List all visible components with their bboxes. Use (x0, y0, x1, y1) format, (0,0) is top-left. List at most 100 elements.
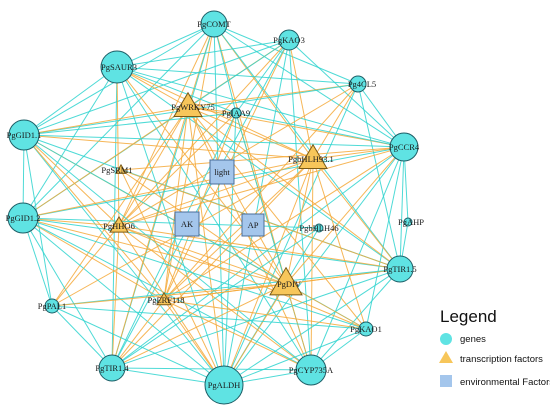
legend-tf-label: transcription factors (460, 354, 543, 365)
node-label: PgSAUR3 (101, 62, 137, 72)
edge-PgCCR4-PgTIR15 (399, 146, 405, 270)
edge-PgWRKY75-PgGID12 (22, 106, 189, 219)
edge-PgGID11-PgHHO6 (23, 134, 120, 227)
edge-PgSAUR3-PgbHLH931 (116, 66, 314, 160)
edge-PgTIR15-PgPAL1 (51, 268, 401, 307)
node-PgPAL1: PgPAL1 (38, 298, 67, 314)
edge-PgGID11-PgCYP735A (23, 134, 312, 371)
edge-PgCOMT-PgCCR4 (213, 23, 405, 148)
node-label: PgTIR1.5 (383, 264, 416, 274)
node-label: PgWRKY75 (171, 102, 214, 112)
node-PgGID12: PgGID1.2 (6, 202, 41, 234)
node-label: PgSRM1 (101, 165, 132, 175)
gene-node-shape (98, 354, 126, 382)
edge-PgCCR4-PgbHLH931 (312, 146, 405, 160)
node-label: PgALDH (208, 380, 241, 390)
edge-PgbHLH931-PgKAO1 (312, 158, 367, 330)
legend-gene-label: genes (460, 334, 486, 345)
edge-PgCCR4-PgDIV (285, 146, 405, 285)
edge-PgGID11-PgCCR4 (23, 134, 405, 148)
edge-PgSAUR3-PgTIR14 (111, 66, 118, 369)
edge-PgbHLH931-PgDIV (285, 158, 314, 285)
node-layer: PgCOMTPgKAO3PgSAUR3Pg4CL5PgWRKY75PgIAA9P… (6, 10, 424, 405)
edge-PgCOMT-PgTIR15 (213, 23, 401, 270)
node-AP: AP (241, 213, 265, 237)
tf-node-shape (156, 291, 172, 306)
edge-Pg4CL5-PgERF118 (163, 83, 359, 301)
gene-node-shape (386, 255, 414, 283)
tf-node-shape (269, 266, 303, 296)
tf-node-shape (109, 215, 129, 233)
edge-PgbHLH931-PgTIR14 (111, 158, 314, 369)
node-AK: AK (174, 211, 200, 237)
edge-PgKAO3-PgCCR4 (288, 39, 405, 148)
edge-PgCCR4-PgALDH (223, 146, 405, 386)
edge-PgIAA9-PgALDH (223, 112, 237, 386)
edge-PgGID11-PgALDH (23, 134, 225, 386)
edge-PgERF118-PgTIR14 (111, 299, 165, 369)
node-PgbHLH46: PgbHLH46 (299, 223, 338, 233)
edge-PgCOMT-PgSAUR3 (116, 23, 215, 68)
node-PgTIR15: PgTIR1.5 (383, 255, 417, 283)
edge-PgPAL1-PgTIR14 (51, 305, 113, 369)
node-PgALDH: PgALDH (204, 365, 244, 405)
edge-PgSAUR3-PgCCR4 (116, 66, 405, 148)
gene-node-shape (358, 321, 374, 337)
node-label: PgbHLH93.1 (288, 154, 334, 164)
env-node-shape (174, 211, 200, 237)
node-PgbHLH931: PgbHLH93.1 (288, 143, 334, 170)
edge-Pg4CL5-PgbHLH931 (312, 83, 359, 160)
legend-tf-icon (439, 351, 453, 363)
gene-node-shape (349, 75, 367, 93)
edge-PgIAA9-PgCCR4 (235, 112, 405, 148)
edge-PgCCR4-PgHHO6 (118, 146, 405, 227)
gene-node-shape (295, 354, 327, 386)
edge-PgSAUR3-PgGID11 (23, 66, 118, 136)
node-label: PgERF118 (147, 295, 184, 305)
node-label: light (214, 167, 230, 177)
edge-PgSRM1-PgALDH (120, 169, 225, 386)
edge-PgCCR4-PgERF118 (163, 146, 405, 301)
node-label: PgAHP (398, 217, 424, 227)
edge-PgCOMT-PgIAA9 (213, 23, 237, 114)
node-label: PgGID1.1 (7, 130, 42, 140)
edge-PgSRM1-PgCCR4 (120, 146, 405, 171)
edge-PgDIV-PgERF118 (163, 283, 287, 301)
edge-PgHHO6-PgTIR14 (111, 225, 120, 369)
edge-PgWRKY75-PgTIR14 (111, 106, 189, 369)
edge-Pg4CL5-PgHHO6 (118, 83, 359, 227)
edge-PgCCR4-PgCYP735A (310, 146, 405, 371)
edge-PgWRKY75-PgKAO1 (187, 106, 367, 330)
edge-PgKAO3-PgCYP735A (288, 39, 312, 371)
edge-PgWRKY75-PgCCR4 (187, 106, 405, 148)
node-label: PgGID1.2 (6, 213, 41, 223)
node-label: PgKAO3 (273, 35, 305, 45)
edge-PgKAO3-PgGID11 (23, 39, 290, 136)
node-label: PgPAL1 (38, 301, 67, 311)
edge-PgWRKY75-PgPAL1 (51, 106, 189, 307)
edge-PgGID12-PgKAO1 (22, 217, 367, 330)
node-label: PgTIR1.4 (95, 363, 129, 373)
legend-title: Legend (440, 307, 497, 326)
node-PgCOMT: PgCOMT (197, 10, 232, 38)
node-label: PgIAA9 (222, 108, 250, 118)
node-PgERF118: PgERF118 (147, 291, 185, 306)
node-PgSAUR3: PgSAUR3 (100, 50, 137, 84)
tf-node-shape (173, 91, 203, 118)
edge-PgSRM1-PgDIV (120, 169, 287, 285)
node-PgCYP735A: PgCYP735A (289, 354, 334, 386)
edge-PgGID12-PgERF118 (22, 217, 165, 301)
edge-PgCOMT-PgHHO6 (118, 23, 215, 227)
node-PgDIV: PgDIV (269, 266, 303, 296)
edge-PgHHO6-PgKAO1 (118, 225, 367, 330)
node-label: PgHHO6 (103, 221, 135, 231)
edge-PgDIV-PgALDH (223, 283, 287, 386)
edge-PgbHLH931-PgHHO6 (118, 158, 314, 227)
edge-PgPAL1-PgALDH (51, 305, 225, 386)
gene-node-shape (278, 29, 300, 51)
gene-node-shape (100, 50, 134, 84)
gene-node-shape (204, 365, 244, 405)
edge-PgGID11-PgERF118 (23, 134, 165, 301)
